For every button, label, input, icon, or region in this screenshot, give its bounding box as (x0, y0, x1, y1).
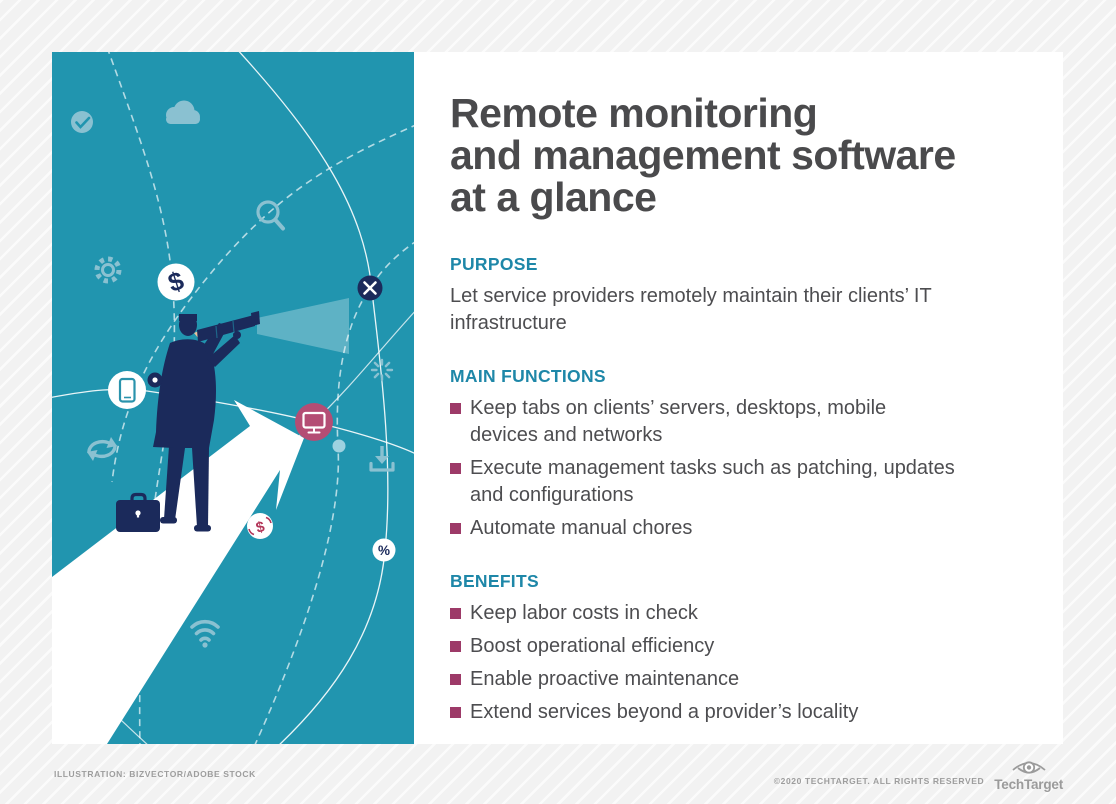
bullet-item: Automate manual chores (450, 515, 1035, 542)
telescope-icon (197, 311, 260, 342)
techtarget-logo: TechTarget (994, 757, 1063, 792)
benefits-list: Keep labor costs in check Boost operatio… (450, 600, 1035, 726)
phone-icon (108, 371, 146, 409)
section-purpose: PURPOSE Let service providers remotely m… (450, 254, 1035, 337)
illustration-credit: ILLUSTRATION: BIZVECTOR/ADOBE STOCK (54, 769, 256, 779)
telescope-beam (257, 298, 349, 354)
copyright-text: ©2020 TECHTARGET. ALL RIGHTS RESERVED (773, 776, 985, 787)
logo-text: TechTarget (994, 776, 1063, 792)
check-icon (71, 111, 93, 133)
tools-icon (357, 275, 383, 301)
growth-arrow (52, 400, 304, 744)
cloud-icon (166, 100, 200, 124)
spinner-icon (370, 358, 394, 382)
svg-text:%: % (378, 543, 390, 558)
illustration-panel: $ $ % (52, 52, 414, 744)
title-line-2: and management software (450, 132, 956, 178)
infographic-card: $ $ % (52, 52, 1063, 744)
benefits-heading: BENEFITS (450, 571, 539, 591)
bullet-item: Extend services beyond a provider’s loca… (450, 699, 1035, 726)
pin-dot-icon (147, 372, 163, 388)
content-panel: Remote monitoring and management softwar… (414, 52, 1063, 744)
eye-icon (1012, 761, 1046, 774)
main-functions-heading: MAIN FUNCTIONS (450, 366, 606, 386)
bullet-square-icon (450, 463, 461, 474)
wifi-icon (190, 619, 220, 648)
bullet-square-icon (450, 707, 461, 718)
bullet-item: Keep tabs on clients’ servers, desktops,… (450, 395, 1035, 449)
purpose-heading: PURPOSE (450, 254, 538, 274)
bullet-item: Execute management tasks such as patchin… (450, 455, 1035, 509)
bullet-square-icon (450, 608, 461, 619)
percent-icon: % (372, 538, 396, 562)
main-functions-list: Keep tabs on clients’ servers, desktops,… (450, 395, 1035, 542)
dollar-circle-icon: $ (157, 263, 195, 301)
bullet-square-icon (450, 674, 461, 685)
bullet-item: Boost operational efficiency (450, 633, 1035, 660)
search-icon (256, 200, 285, 231)
bullet-square-icon (450, 641, 461, 652)
title-line-1: Remote monitoring (450, 90, 818, 136)
monitor-icon (295, 403, 333, 441)
bullet-item: Keep labor costs in check (450, 600, 1035, 627)
gear-icon (94, 256, 122, 284)
currency-exchange-icon: $ (247, 513, 273, 539)
briefcase-icon (116, 492, 160, 532)
page-title: Remote monitoring and management softwar… (450, 92, 1035, 218)
node-dot-icon (332, 439, 346, 453)
footer: ILLUSTRATION: BIZVECTOR/ADOBE STOCK ©202… (54, 744, 1063, 804)
title-line-3: at a glance (450, 174, 657, 220)
bullet-square-icon (450, 403, 461, 414)
bullet-item: Enable proactive maintenance (450, 666, 1035, 693)
bullet-square-icon (450, 523, 461, 534)
download-icon (369, 446, 395, 472)
businessman-telescope (153, 311, 260, 532)
section-benefits: BENEFITS Keep labor costs in check Boost… (450, 571, 1035, 726)
purpose-body: Let service providers remotely maintain … (450, 285, 932, 334)
section-main-functions: MAIN FUNCTIONS Keep tabs on clients’ ser… (450, 366, 1035, 542)
sync-icon (87, 437, 117, 461)
brand-group: ©2020 TECHTARGET. ALL RIGHTS RESERVED Te… (774, 757, 1063, 792)
